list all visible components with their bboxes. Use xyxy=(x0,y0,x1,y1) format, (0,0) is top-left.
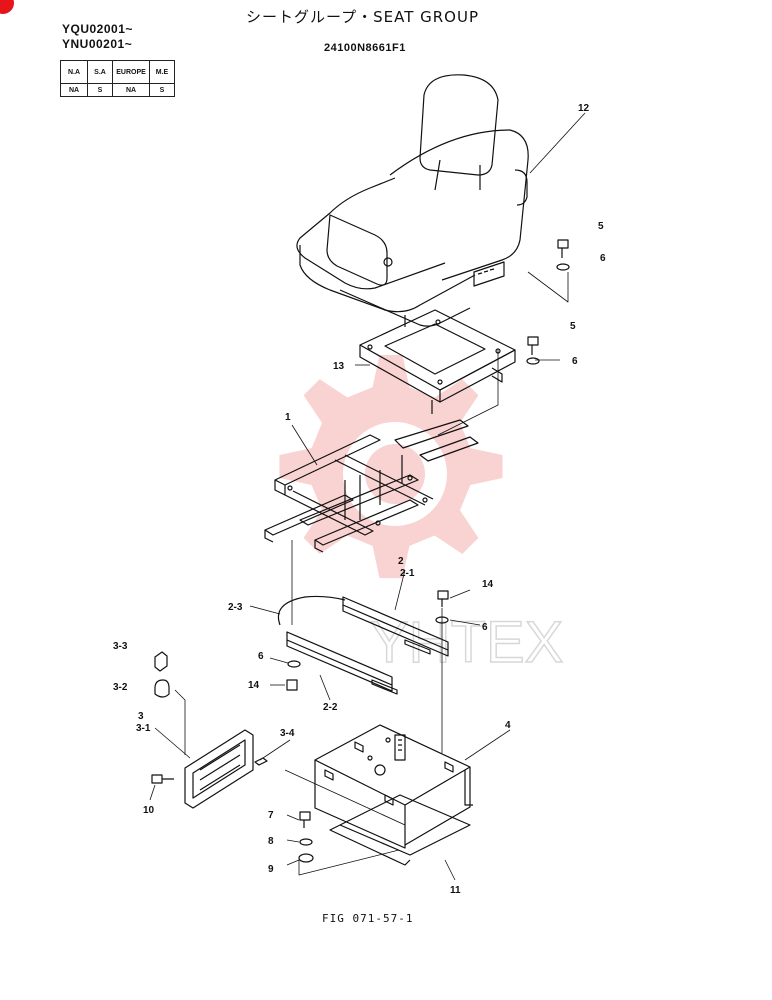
spec-header-na: N.A xyxy=(60,60,88,84)
lever-knob-part xyxy=(154,651,168,672)
seat-plate xyxy=(359,309,516,414)
callout-3-2: 3-2 xyxy=(113,682,128,693)
callout-3-1: 3-1 xyxy=(136,723,151,734)
callout-2-2: 2-2 xyxy=(323,702,338,713)
callout-6b: 6 xyxy=(572,356,578,367)
callout-2: 2 xyxy=(398,556,404,567)
part-code: 24100N8661F1 xyxy=(324,42,406,54)
callout-labels: 12 5 6 5 6 13 1 2 2-1 14 2-3 6 6 14 2-2 … xyxy=(113,103,606,896)
callout-8: 8 xyxy=(268,836,274,847)
spec-table-value-row: NA S NA S xyxy=(60,83,175,97)
callout-5a: 5 xyxy=(598,221,604,232)
callout-6c: 6 xyxy=(482,622,488,633)
callout-13: 13 xyxy=(333,361,345,372)
figure-number: FIG 071-57-1 xyxy=(322,912,414,925)
bolts-and-washers xyxy=(151,239,570,863)
leader-lines xyxy=(149,112,586,881)
page-title: シートグループ・SEAT GROUP xyxy=(246,8,480,26)
callout-14a: 14 xyxy=(482,579,494,590)
slide-rail-frame xyxy=(264,419,479,553)
callout-14b: 14 xyxy=(248,680,260,691)
lever-cap-part xyxy=(154,679,170,698)
callout-6d: 6 xyxy=(258,651,264,662)
spec-value-europe: NA xyxy=(112,83,150,97)
callout-5b: 5 xyxy=(570,321,576,332)
callout-4: 4 xyxy=(505,720,511,731)
callout-6a: 6 xyxy=(600,253,606,264)
serial-range-2: YNU00201~ xyxy=(62,37,133,51)
callout-9: 9 xyxy=(268,864,274,875)
lever-assembly xyxy=(184,729,268,809)
callout-3-4: 3-4 xyxy=(280,728,295,739)
seat-assembly xyxy=(296,74,529,327)
callout-3: 3 xyxy=(138,711,144,722)
callout-1: 1 xyxy=(285,412,291,423)
callout-2-1: 2-1 xyxy=(400,568,415,579)
callout-11: 11 xyxy=(450,885,461,896)
brand-corner-dot xyxy=(0,0,14,14)
seat-base xyxy=(314,724,473,849)
callout-10: 10 xyxy=(143,805,155,816)
watermark-gear xyxy=(279,355,503,579)
watermark-text: YHTEX xyxy=(370,610,563,675)
serial-range-1: YQU02001~ xyxy=(62,22,133,36)
spec-table: N.A S.A EUROPE M.E NA S NA S xyxy=(60,60,175,97)
base-plate xyxy=(329,794,471,866)
spec-value-me: S xyxy=(149,83,175,97)
callout-7: 7 xyxy=(268,810,274,821)
callout-2-3: 2-3 xyxy=(228,602,243,613)
callout-12: 12 xyxy=(578,103,590,114)
callout-3-3: 3-3 xyxy=(113,641,128,652)
